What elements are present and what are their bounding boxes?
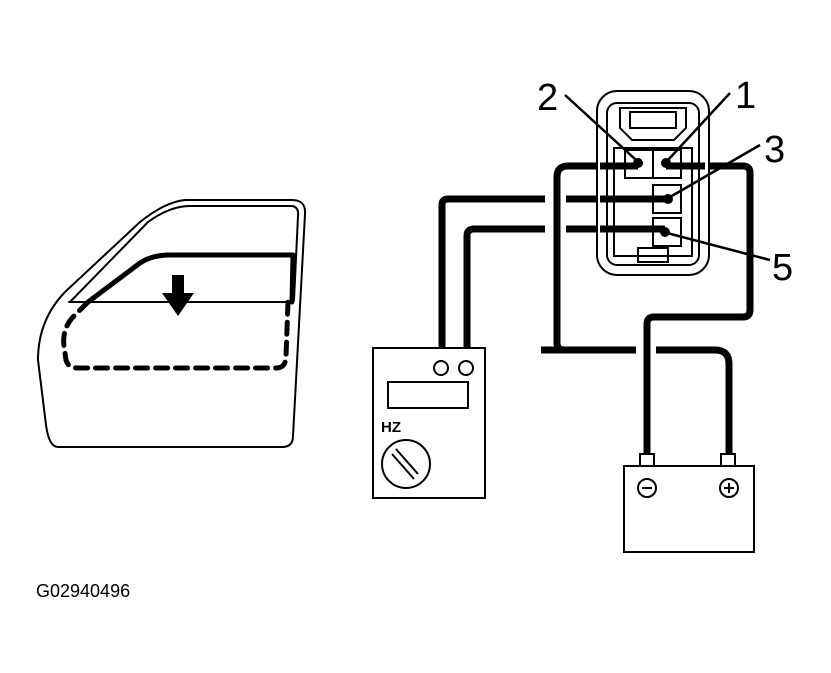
leader-lines [564, 92, 771, 262]
battery-negative-icon [637, 478, 657, 498]
connector-inner [606, 102, 700, 266]
connector-bottom-tab [637, 247, 669, 263]
leader-pin-3 [669, 143, 761, 199]
battery-negative-wire [638, 162, 754, 458]
leader-pin-5 [666, 231, 771, 262]
meter-display [387, 381, 469, 409]
meter-dial-pointer-a [395, 448, 419, 475]
connector-lock-tab [619, 107, 687, 141]
multimeter [372, 347, 486, 499]
meter-jack-1 [433, 360, 449, 376]
connector-body [613, 147, 693, 257]
figure-code: G02940496 [36, 581, 130, 601]
battery-negative-post [639, 453, 655, 467]
connector-lock-slot [629, 111, 677, 129]
down-arrow-icon [162, 275, 194, 316]
meter-mode-label: HZ [381, 419, 401, 436]
pin-label-3: 3 [764, 129, 785, 171]
door-outline [37, 199, 307, 448]
meter-dial [381, 439, 431, 489]
pin-5-dot [660, 227, 670, 237]
pin-label-1: 1 [735, 75, 756, 117]
meter-wire-1 [438, 195, 545, 362]
battery-positive-icon [719, 478, 739, 498]
window-glass-up [85, 252, 296, 305]
leader-pin-1 [667, 92, 731, 161]
meter-wire-2 [463, 225, 545, 362]
battery-body [623, 465, 755, 553]
pin-label-2: 2 [537, 77, 558, 119]
leader-pin-2 [564, 94, 637, 161]
pin-label-5: 5 [772, 247, 793, 289]
door-inner-frame [69, 205, 300, 303]
car-door [37, 199, 307, 448]
battery-positive-post [720, 453, 736, 467]
meter-dial-pointer-b [391, 453, 415, 480]
pin-1-dot [661, 158, 671, 168]
window-glass-lowered [61, 299, 291, 371]
meter-jack-2 [458, 360, 474, 376]
battery [623, 453, 755, 553]
